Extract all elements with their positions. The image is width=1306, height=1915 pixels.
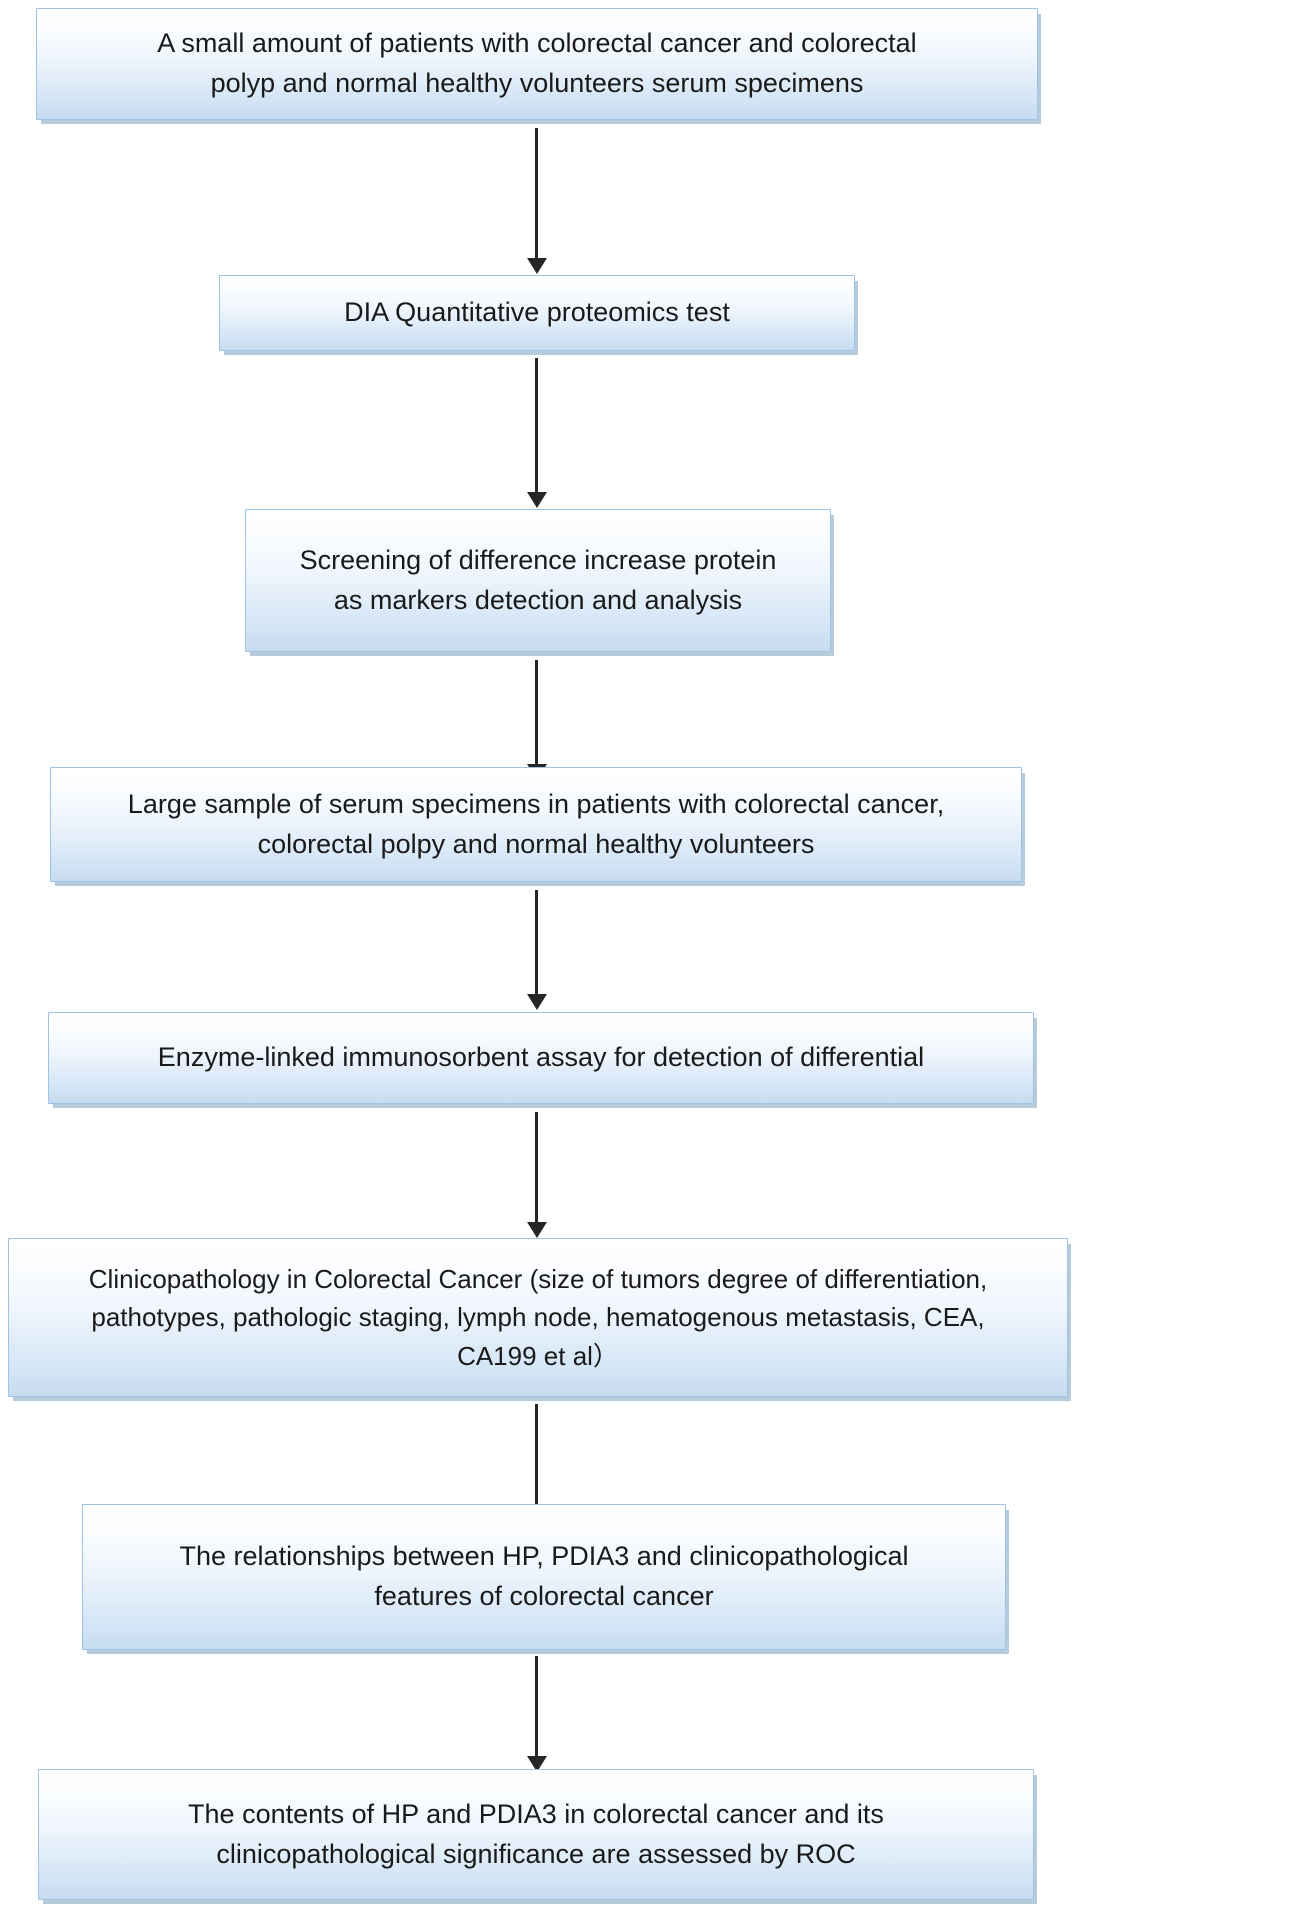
arrow-shaft bbox=[535, 128, 538, 260]
flow-node-5[interactable]: Enzyme-linked immunosorbent assay for de… bbox=[48, 1012, 1034, 1104]
flow-node-2[interactable]: DIA Quantitative proteomics test bbox=[219, 275, 855, 351]
flow-node-8[interactable]: The contents of HP and PDIA3 in colorect… bbox=[38, 1769, 1034, 1900]
arrow-head-icon bbox=[527, 994, 547, 1010]
flow-arrow-4-5 bbox=[524, 890, 550, 1012]
flow-node-6-label: Clinicopathology in Colorectal Cancer (s… bbox=[88, 1263, 988, 1371]
arrow-head-icon bbox=[527, 1222, 547, 1238]
arrow-shaft bbox=[535, 660, 538, 766]
flow-arrow-1-2 bbox=[524, 128, 550, 276]
flow-node-2-label: DIA Quantitative proteomics test bbox=[344, 297, 730, 328]
flow-node-7[interactable]: The relationships between HP, PDIA3 and … bbox=[82, 1504, 1006, 1650]
flow-node-4-label: Large sample of serum specimens in patie… bbox=[127, 788, 945, 859]
flow-node-4[interactable]: Large sample of serum specimens in patie… bbox=[50, 767, 1022, 882]
flow-node-5-label: Enzyme-linked immunosorbent assay for de… bbox=[157, 1042, 925, 1073]
flow-node-3-label: Screening of difference increase protein… bbox=[299, 544, 777, 615]
arrow-head-icon bbox=[527, 492, 547, 508]
arrow-shaft bbox=[535, 1404, 538, 1510]
flow-arrow-3-4 bbox=[524, 660, 550, 782]
flow-node-6[interactable]: Clinicopathology in Colorectal Cancer (s… bbox=[8, 1238, 1068, 1397]
flow-arrow-7-8 bbox=[524, 1656, 550, 1774]
flow-node-8-label: The contents of HP and PDIA3 in colorect… bbox=[188, 1798, 884, 1869]
arrow-shaft bbox=[535, 890, 538, 996]
arrow-shaft bbox=[535, 1112, 538, 1224]
flow-node-1[interactable]: A small amount of patients with colorect… bbox=[36, 8, 1038, 120]
flow-arrow-5-6 bbox=[524, 1112, 550, 1240]
arrow-head-icon bbox=[527, 258, 547, 274]
arrow-head-icon bbox=[527, 1756, 547, 1772]
flow-arrow-2-3 bbox=[524, 358, 550, 510]
flow-node-7-label: The relationships between HP, PDIA3 and … bbox=[179, 1541, 909, 1611]
flow-node-3[interactable]: Screening of difference increase protein… bbox=[245, 509, 831, 652]
arrow-shaft bbox=[535, 358, 538, 494]
flow-node-1-label: A small amount of patients with colorect… bbox=[157, 28, 917, 98]
arrow-shaft bbox=[535, 1656, 538, 1758]
